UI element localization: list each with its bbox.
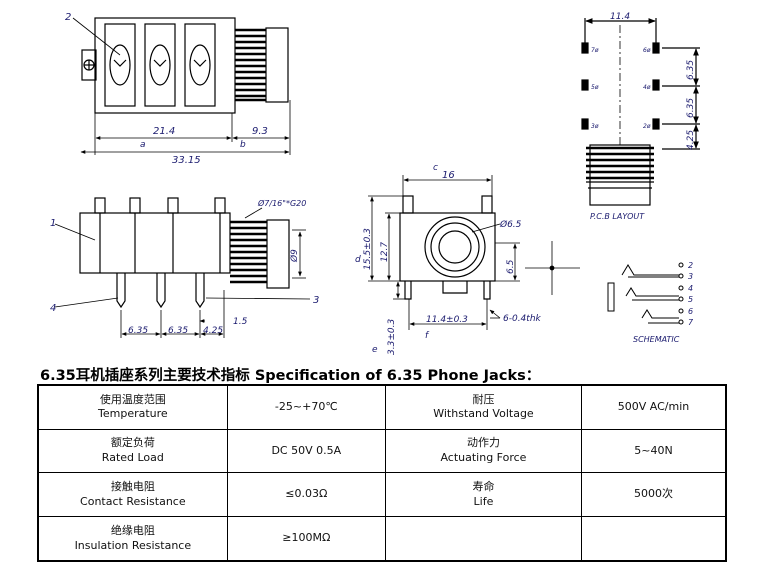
spec-value-contact-resistance: ≤0.03Ω xyxy=(226,472,386,518)
side-view xyxy=(79,197,290,309)
pcb-pin-5: 5ø xyxy=(591,84,599,91)
spec-value-insulation-resistance: ≥100MΩ xyxy=(226,516,386,562)
callout-1: 1 xyxy=(50,218,56,229)
dim-label-f: f xyxy=(425,331,430,341)
schematic-pin-4: 4 xyxy=(688,284,693,293)
dim-9-3: 9.3 xyxy=(252,126,268,137)
dim-11-4-b: 11.4±0.3 xyxy=(426,315,468,325)
spec-value-empty xyxy=(581,516,727,562)
schematic-pin-labels: 2 3 4 5 6 7 xyxy=(688,261,694,327)
dim-label-d: d xyxy=(355,255,361,265)
pcb-layout-label: P.C.B LAYOUT xyxy=(590,212,645,221)
callout-2-leader xyxy=(72,17,121,56)
pcb-dim-6-35-b: 6.35 xyxy=(686,98,696,118)
pcb-dim-4-25: 4.25 xyxy=(686,130,696,150)
schematic xyxy=(607,262,684,325)
dim-33-15: 33.15 xyxy=(172,155,201,166)
pcb-pin-7: 7ø xyxy=(591,47,599,54)
dim-6-35-b: 6.35 xyxy=(168,326,188,336)
dim-phi6-5: Ø6.5 xyxy=(499,219,522,230)
callout-3: 3 xyxy=(313,295,319,306)
dim-label-c: c xyxy=(433,163,438,173)
spec-value-life: 5000次 xyxy=(581,472,727,518)
dim-16: 16 xyxy=(442,170,455,181)
schematic-pin-2: 2 xyxy=(688,261,693,270)
dim-12-7: 12.7 xyxy=(380,242,390,262)
pcb-pin-4: 4ø xyxy=(643,84,651,91)
top-view xyxy=(81,17,289,114)
schematic-pin-7: 7 xyxy=(688,318,694,327)
pcb-dim-11-4: 11.4 xyxy=(610,12,630,22)
pcb-layout xyxy=(581,18,700,206)
dim-1-5: 1.5 xyxy=(233,317,248,327)
front-view-dims xyxy=(368,175,580,330)
schematic-pin-6: 6 xyxy=(688,307,693,316)
dim-4-25: 4.25 xyxy=(203,326,223,336)
spec-value-withstand-voltage: 500V AC/min xyxy=(581,384,727,430)
top-view-dims xyxy=(80,100,291,155)
spec-title: 6.35耳机插座系列主要技术指标 Specification of 6.35 P… xyxy=(40,368,541,384)
front-view xyxy=(399,195,496,300)
technical-drawing: 21.4 9.3 33.15 a b 2 1 4 3 Ø7/16"*G20 Ø9… xyxy=(50,12,700,355)
dim-6-35-a: 6.35 xyxy=(128,326,148,336)
schematic-pin-5: 5 xyxy=(688,295,693,304)
pcb-pin-6: 6ø xyxy=(643,47,651,54)
dim-thk: 6-0.4thk xyxy=(503,314,542,324)
schematic-label: SCHEMATIC xyxy=(633,335,680,344)
callout-2: 2 xyxy=(65,12,71,23)
spec-label-empty xyxy=(384,516,583,562)
dim-label-b: b xyxy=(240,140,246,150)
pcb-dim-6-35-a: 6.35 xyxy=(686,60,696,80)
dim-21-4: 21.4 xyxy=(153,126,175,137)
callout-4: 4 xyxy=(50,303,56,314)
dim-thread: Ø7/16"*G20 xyxy=(257,198,306,208)
spec-value-rated-load: DC 50V 0.5A xyxy=(226,428,386,474)
dim-label-a: a xyxy=(140,140,146,150)
pcb-pin-3: 3ø xyxy=(591,123,599,130)
schematic-pin-3: 3 xyxy=(688,272,693,281)
dim-6-5: 6.5 xyxy=(506,259,516,274)
dim-label-e: e xyxy=(372,345,378,355)
side-view-dims xyxy=(54,207,311,338)
spec-value-temperature: -25~+70℃ xyxy=(226,384,386,430)
pcb-pin-2: 2ø xyxy=(643,123,651,130)
spec-value-actuating-force: 5~40N xyxy=(581,428,727,474)
dim-15-5: 15.5±0.3 xyxy=(363,228,373,270)
dim-phi9: Ø9 xyxy=(289,249,300,263)
dim-3-3: 3.3±0.3 xyxy=(387,319,397,355)
